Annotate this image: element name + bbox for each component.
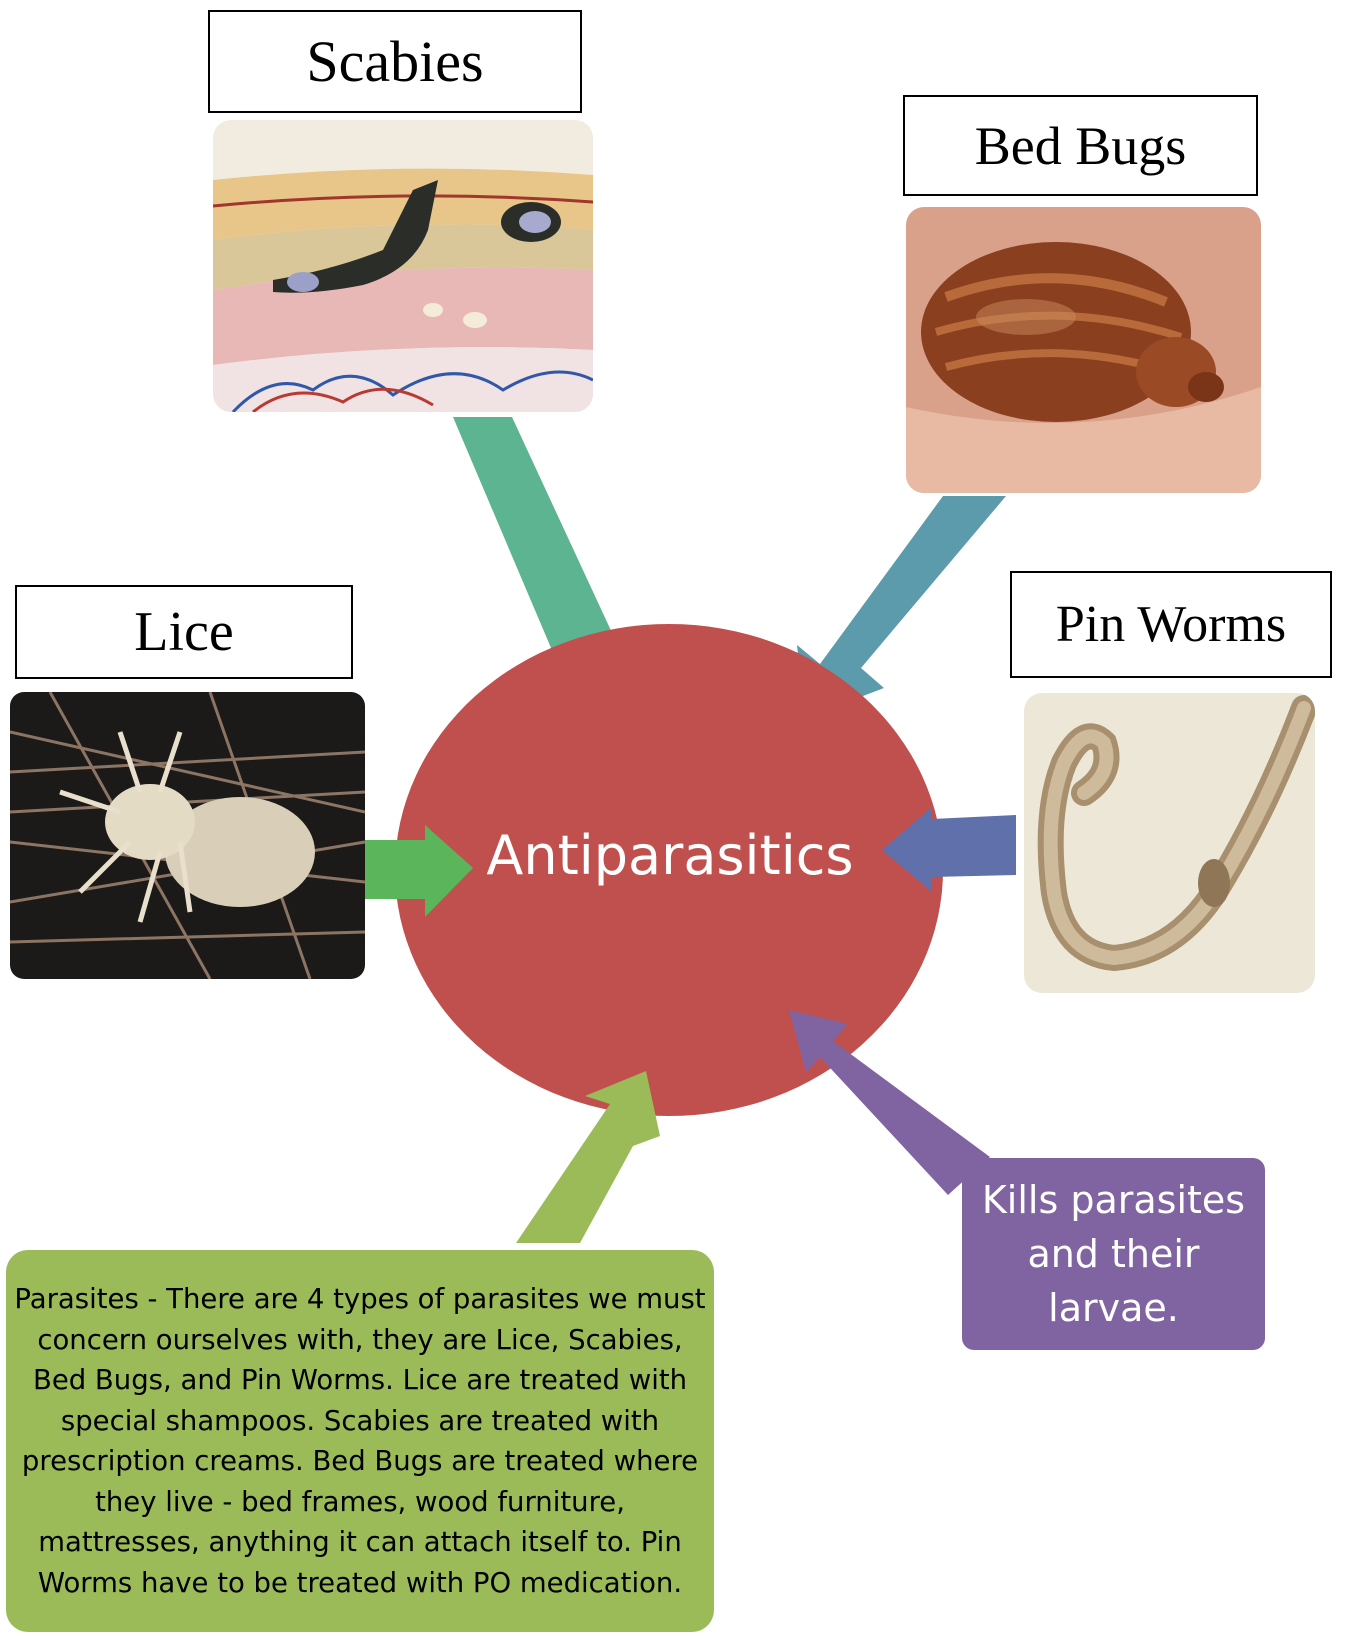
parasites-note-text: Parasites - There are 4 types of parasit…	[12, 1279, 708, 1603]
antiparasitics-label: Antiparasitics	[420, 800, 920, 910]
bed-bugs-title-box: Bed Bugs	[903, 95, 1258, 196]
pin-worms-title-box: Pin Worms	[1010, 571, 1332, 678]
kills-parasites-box: Kills parasites and their larvae.	[962, 1158, 1265, 1350]
parasites-note-box: Parasites - There are 4 types of parasit…	[6, 1250, 714, 1632]
kills-arrow	[789, 1010, 990, 1195]
scabies-title-box: Scabies	[208, 10, 582, 113]
lice-image	[10, 692, 365, 979]
bed-bugs-image	[906, 207, 1261, 493]
note-arrow	[516, 1071, 660, 1243]
pin-worms-image	[1024, 693, 1315, 993]
scabies-image	[213, 120, 593, 412]
pin-worms-title: Pin Worms	[1056, 595, 1286, 654]
lice-title-box: Lice	[15, 585, 353, 679]
lice-title: Lice	[134, 600, 233, 664]
bed-bugs-title: Bed Bugs	[975, 115, 1187, 177]
kills-parasites-text: Kills parasites and their larvae.	[972, 1173, 1255, 1335]
scabies-title: Scabies	[306, 28, 483, 95]
